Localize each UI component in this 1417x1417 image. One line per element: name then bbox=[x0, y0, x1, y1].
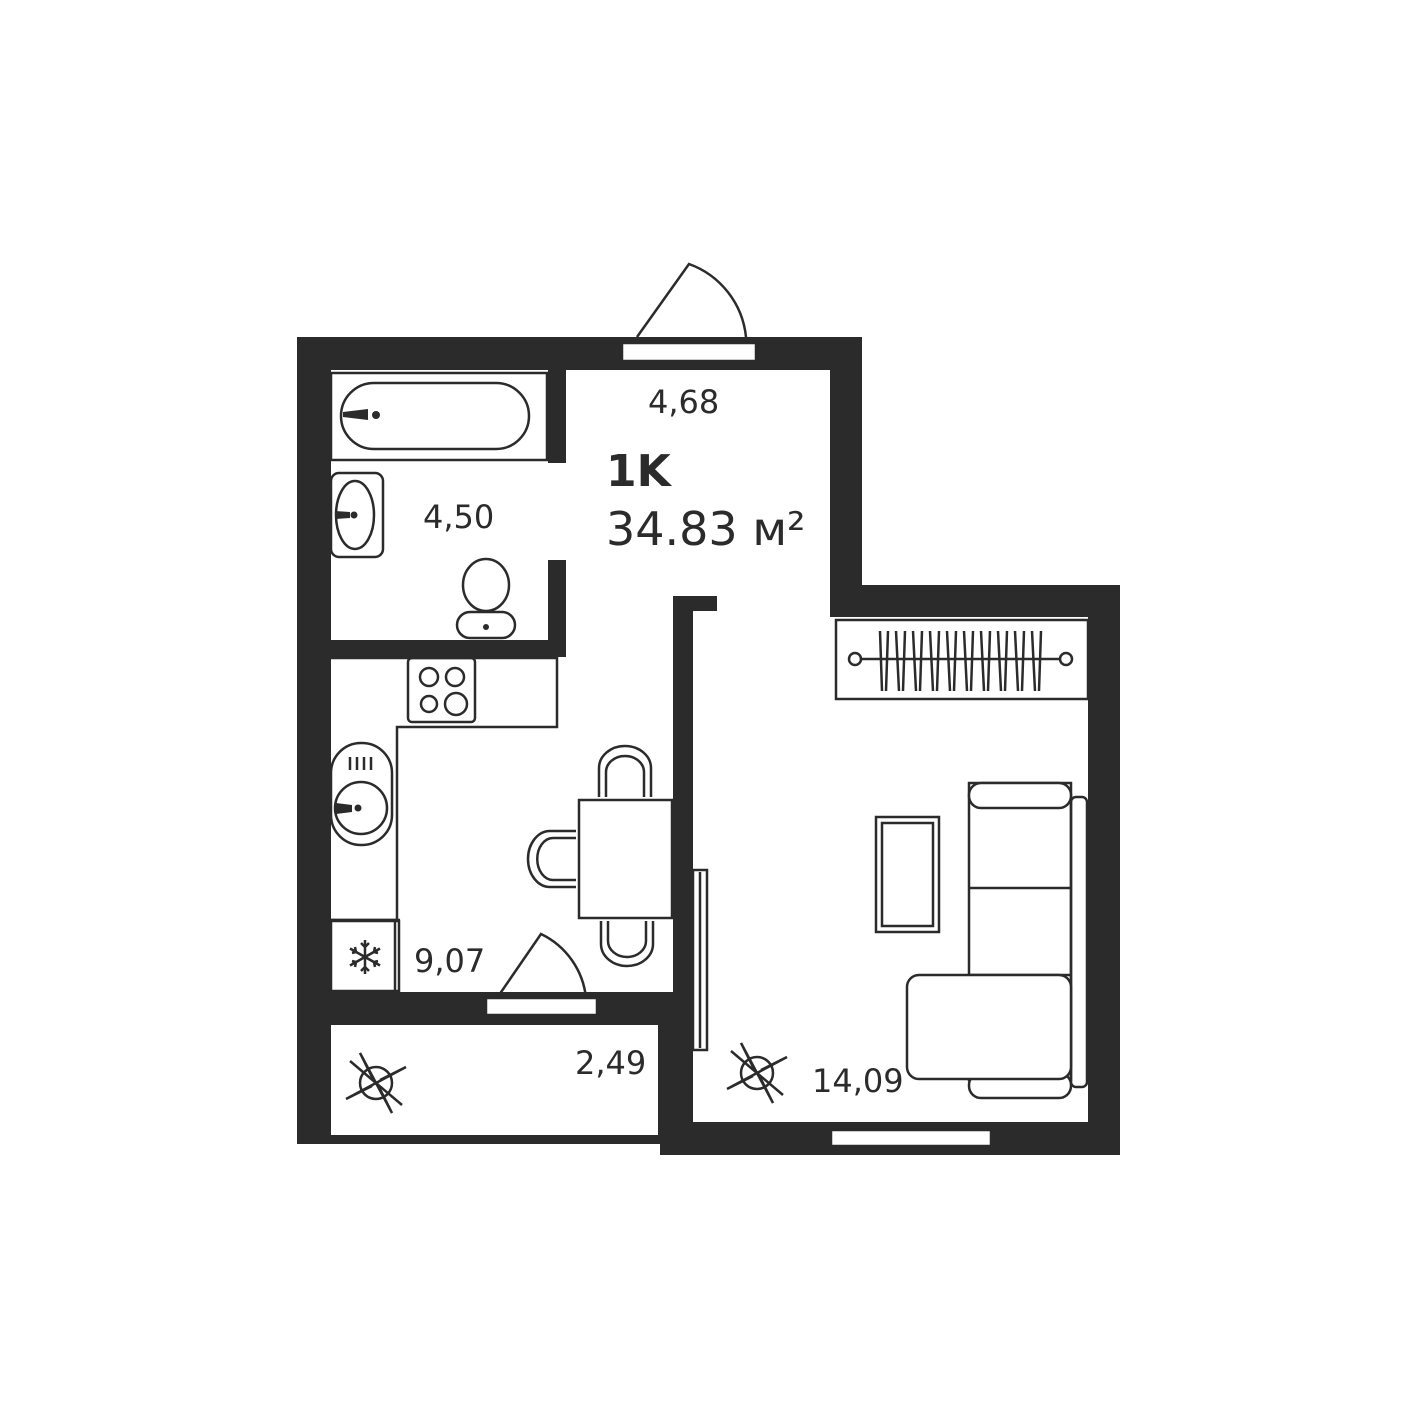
counter bbox=[331, 656, 559, 922]
stove-icon bbox=[406, 656, 477, 724]
bathtub-icon bbox=[329, 371, 549, 462]
toilet-icon bbox=[455, 557, 517, 640]
fan-icon bbox=[726, 1042, 788, 1104]
window-icon bbox=[484, 996, 599, 1017]
room-area-balcony: 2,49 bbox=[575, 1044, 646, 1082]
radiator-icon bbox=[834, 618, 1090, 701]
rug-icon bbox=[874, 815, 941, 934]
door-icon bbox=[635, 262, 748, 338]
kitchen-sink-icon bbox=[329, 741, 394, 847]
window-icon bbox=[829, 1128, 993, 1148]
sink-icon bbox=[329, 471, 385, 559]
apartment-type-label: 1K bbox=[606, 446, 673, 497]
door-icon bbox=[495, 932, 588, 999]
room-area-living: 14,09 bbox=[812, 1062, 904, 1100]
fan-icon bbox=[345, 1052, 407, 1114]
room-area-bathroom: 4,50 bbox=[423, 498, 494, 536]
labels: 4,68 1K 34.83 м² 4,50 9,07 2,49 14,09 bbox=[414, 383, 904, 1100]
window-icon bbox=[620, 341, 758, 363]
total-area-label: 34.83 м² bbox=[606, 502, 805, 556]
chair-icon bbox=[597, 744, 653, 797]
sofa-icon bbox=[905, 781, 1089, 1100]
table-icon bbox=[577, 798, 674, 920]
chair-icon bbox=[526, 829, 576, 889]
walls bbox=[297, 337, 1120, 1155]
room-area-kitchen: 9,07 bbox=[414, 942, 485, 980]
windows bbox=[484, 341, 993, 1148]
room-area-hall: 4,68 bbox=[648, 383, 719, 421]
fridge-snowflake-icon bbox=[329, 919, 401, 993]
chair-icon bbox=[599, 921, 655, 968]
